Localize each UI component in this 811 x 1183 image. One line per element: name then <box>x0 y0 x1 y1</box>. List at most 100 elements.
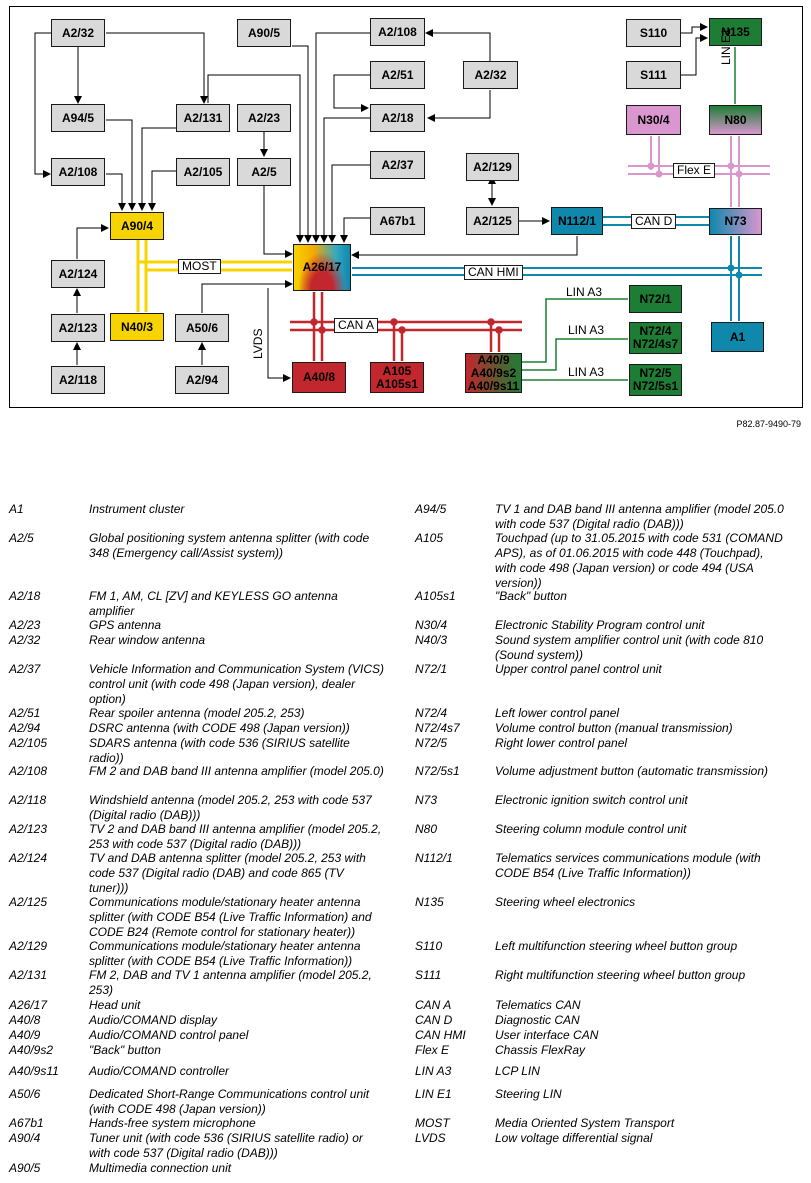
legend-code: CAN HMI <box>415 1028 466 1042</box>
bus-label-lin-a3-2: LIN A3 <box>568 323 605 337</box>
legend-description: Instrument cluster <box>89 502 185 516</box>
legend-description: Telematics services communications modul… <box>495 851 761 880</box>
legend-code: A94/5 <box>415 502 447 516</box>
node-a26-17-head-unit: A26/17 <box>293 244 351 291</box>
legend-code: A2/105 <box>9 736 48 750</box>
legend-entry: N72/4s7 Volume control button (manual tra… <box>415 721 785 736</box>
legend-description: User interface CAN <box>495 1028 599 1042</box>
legend-description: Volume control button (manual transmissi… <box>495 721 733 735</box>
node-a2-5: A2/5 <box>237 158 291 186</box>
node-a2-131: A2/131 <box>176 104 230 132</box>
legend-code: A40/9 <box>9 1028 41 1042</box>
legend-description: Rear spoiler antenna (model 205.2, 253) <box>89 706 305 720</box>
legend-description: FM 2, DAB and TV 1 antenna amplifier (mo… <box>89 968 372 997</box>
legend-code: A105s1 <box>415 589 456 603</box>
legend-description: Touchpad (up to 31.05.2015 with code 531… <box>495 531 783 590</box>
legend-code: N72/1 <box>415 662 448 676</box>
legend-description: Steering LIN <box>495 1087 562 1101</box>
bus-label-lin-a3-1: LIN A3 <box>566 285 603 299</box>
legend-entry: N30/4 Electronic Stability Program contro… <box>415 618 785 633</box>
node-n112-1: N112/1 <box>551 207 603 235</box>
legend-code: A40/8 <box>9 1013 41 1027</box>
legend-code: A2/18 <box>9 589 41 603</box>
legend-description: Right lower control panel <box>495 736 628 750</box>
node-a2-108-left: A2/108 <box>51 158 105 186</box>
node-a94-5: A94/5 <box>51 104 105 132</box>
legend-description: Head unit <box>89 998 141 1012</box>
legend-code: A90/4 <box>9 1131 41 1145</box>
legend-description: "Back" button <box>495 589 567 603</box>
bus-label-lin-a3-3: LIN A3 <box>568 365 605 379</box>
legend-description: Electronic ignition switch control unit <box>495 793 688 807</box>
bus-label-lvds: LVDS <box>251 328 265 359</box>
bus-label-flex-e: Flex E <box>673 163 716 178</box>
legend-code: Flex E <box>415 1043 450 1057</box>
bus-label-lin-e1: LIN E1 <box>719 28 733 65</box>
legend-description: Electronic Stability Program control uni… <box>495 618 705 632</box>
legend-code: N72/4s7 <box>415 721 460 735</box>
legend-code: A2/51 <box>9 706 41 720</box>
legend-code: A2/108 <box>9 764 48 778</box>
legend-description: Vehicle Information and Communication Sy… <box>89 662 385 706</box>
node-n72-1: N72/1 <box>629 285 682 313</box>
legend-code: A2/129 <box>9 939 48 953</box>
legend-entry: A105s1 "Back" button <box>415 589 785 604</box>
node-s110: S110 <box>626 19 681 47</box>
legend-code: A2/118 <box>9 793 47 807</box>
node-n80: N80 <box>709 105 762 135</box>
legend-code: A2/125 <box>9 895 48 909</box>
legend-description: Sound system amplifier control unit (wit… <box>495 633 764 662</box>
legend-description: GPS antenna <box>89 618 162 632</box>
legend-entry: A2/51 Rear spoiler antenna (model 205.2, … <box>9 706 384 721</box>
legend-description: FM 1, AM, CL [ZV] and KEYLESS GO antenna… <box>89 589 338 618</box>
legend-description: Left lower control panel <box>495 706 620 720</box>
legend-code: A2/23 <box>9 618 41 632</box>
node-a2-94: A2/94 <box>175 366 229 394</box>
legend-description: DSRC antenna (with CODE 498 (Japan versi… <box>89 721 350 735</box>
legend-code: A40/9s11 <box>9 1064 59 1078</box>
node-a2-125: A2/125 <box>466 207 519 235</box>
legend-code: A26/17 <box>9 998 48 1012</box>
legend-code: N72/5 <box>415 736 448 750</box>
legend-description: Steering column module control unit <box>495 822 687 836</box>
legend-code: A2/124 <box>9 851 48 865</box>
node-a2-124: A2/124 <box>51 260 105 288</box>
node-a2-51: A2/51 <box>370 61 425 89</box>
legend-description: Communications module/stationary heater … <box>89 895 372 939</box>
legend-code: N30/4 <box>415 618 448 632</box>
legend-description: Hands-free system microphone <box>89 1116 256 1130</box>
diagram-wiring <box>9 6 803 408</box>
node-n73: N73 <box>709 208 762 235</box>
legend-description: Low voltage differential signal <box>495 1131 653 1145</box>
legend-code: A50/6 <box>9 1087 41 1101</box>
legend-code: LIN A3 <box>415 1064 452 1078</box>
legend-description: Upper control panel control unit <box>495 662 662 676</box>
legend-entry: A2/37 Vehicle Information and Communicati… <box>9 662 384 707</box>
legend-code: S110 <box>415 939 443 953</box>
legend-entry: CAN HMI User interface CAN <box>415 1028 785 1043</box>
legend-code: N135 <box>415 895 444 909</box>
legend-code: A2/37 <box>9 662 41 676</box>
node-a2-129: A2/129 <box>466 153 519 181</box>
legend-description: Steering wheel electronics <box>495 895 636 909</box>
